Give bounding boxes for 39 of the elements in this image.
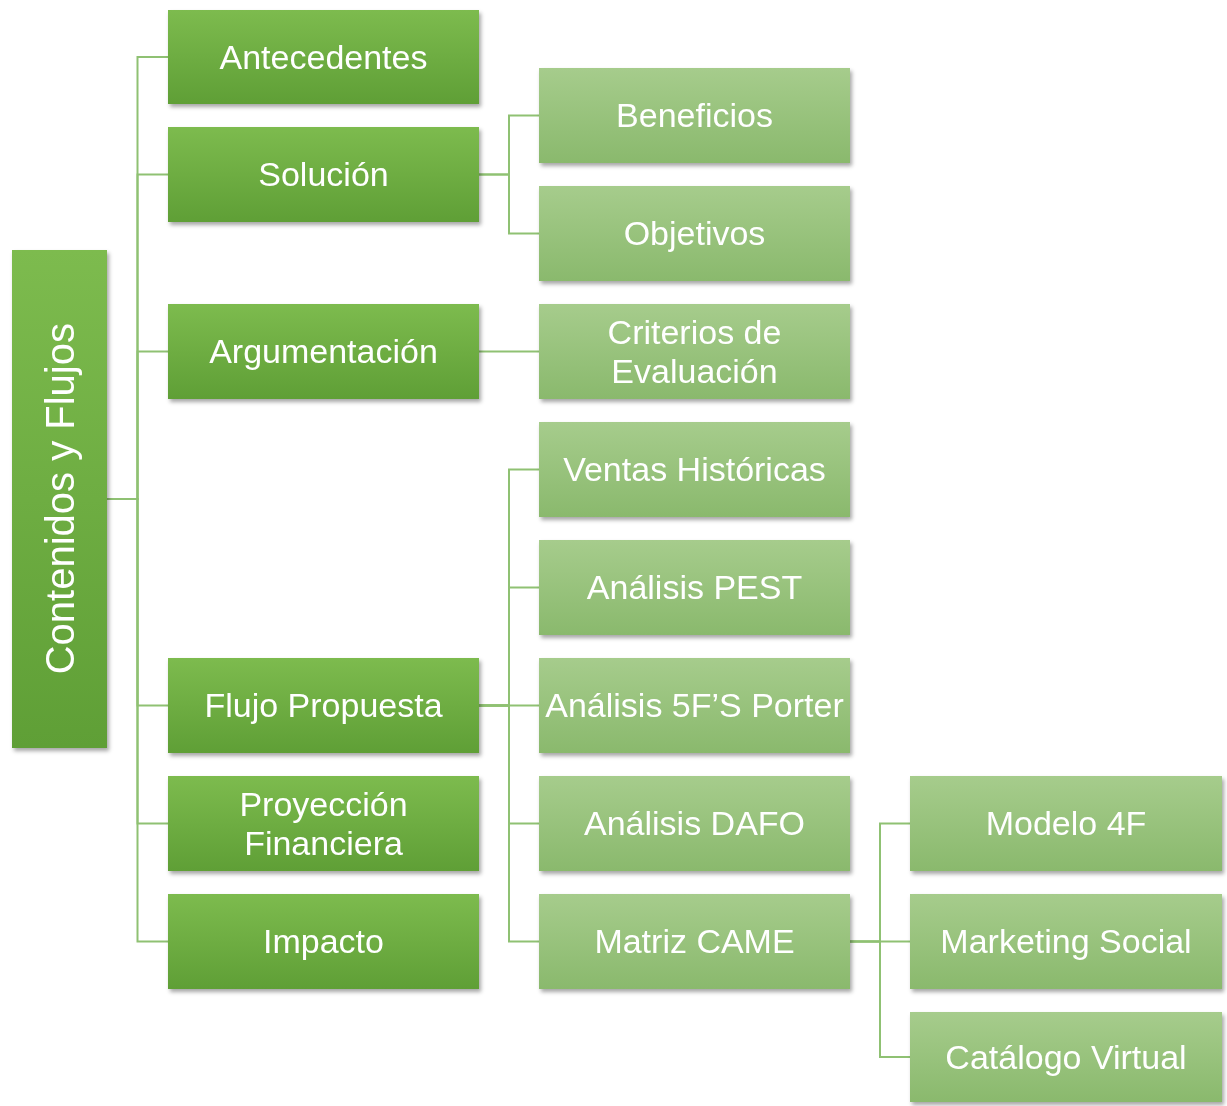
topic-label: Beneficios <box>615 96 774 135</box>
topic-box <box>539 540 850 635</box>
connector-line <box>478 173 540 235</box>
topic-box <box>168 658 479 753</box>
topic-label: Ventas Históricas <box>562 450 827 489</box>
topic-box <box>910 894 1222 989</box>
topic-box <box>168 894 479 989</box>
topic-box <box>539 422 850 517</box>
topic-box <box>539 304 850 399</box>
topic-label: Análisis DAFO <box>582 804 807 843</box>
topic-box <box>168 304 479 399</box>
topic-box <box>539 68 850 163</box>
topic-label: Impacto <box>262 922 385 961</box>
topic-box <box>168 127 479 222</box>
topic-label: Modelo 4F <box>984 804 1148 843</box>
topic-box <box>910 776 1222 871</box>
topic-label: Objetivos <box>622 214 767 253</box>
topic-label: Argumentación <box>208 332 439 371</box>
topic-box <box>539 658 850 753</box>
topic-box <box>168 776 479 871</box>
topic-label: Contenidos y Flujos <box>37 323 82 675</box>
topic-label: Catálogo Virtual <box>944 1037 1188 1077</box>
topic-label: Flujo Propuesta <box>203 686 444 725</box>
topic-box <box>539 894 850 989</box>
topic-box <box>168 10 479 104</box>
topic-label: Antecedentes <box>218 37 429 77</box>
root-box <box>12 250 107 748</box>
topic-label: Criterios de Evaluación <box>606 313 783 390</box>
topic-label: Proyección Financiera <box>238 785 409 862</box>
topic-box <box>539 776 850 871</box>
topic-label: Solución <box>257 155 390 194</box>
connector-line <box>478 350 540 353</box>
topic-label: Análisis PEST <box>585 568 804 607</box>
topic-label: Marketing Social <box>939 922 1193 961</box>
connector-line <box>849 940 911 1058</box>
topic-box <box>539 186 850 281</box>
topic-label: Análisis 5F’S Porter <box>544 686 845 725</box>
topic-label: Matriz CAME <box>593 922 796 961</box>
topic-box <box>910 1012 1222 1102</box>
